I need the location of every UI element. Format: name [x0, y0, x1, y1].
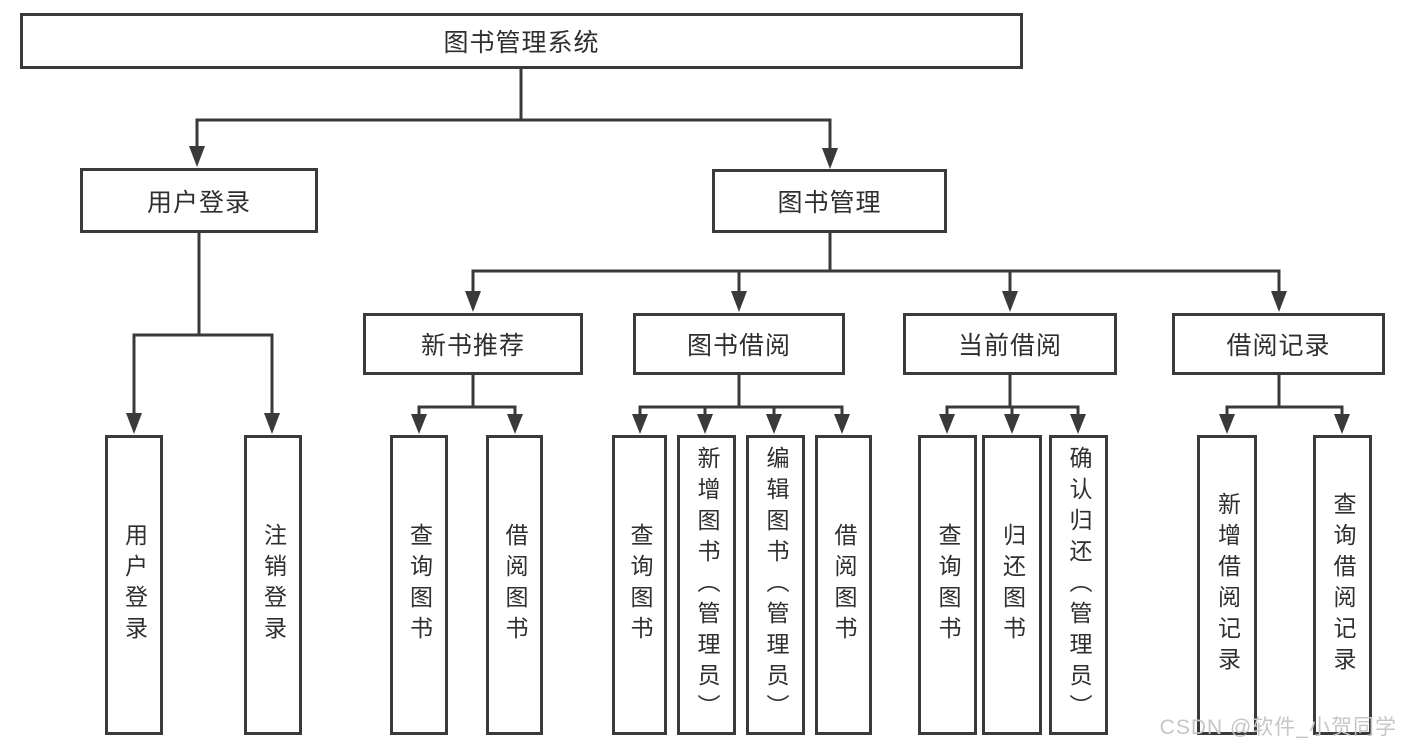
leaf-confirm-return-admin: 确认归还（管理员）	[1049, 435, 1108, 735]
node-book-borrowing: 图书借阅	[633, 313, 845, 375]
node-current-borrowing: 当前借阅	[903, 313, 1117, 375]
node-library-management-system: 图书管理系统	[20, 13, 1023, 69]
leaf-query-books-borrow: 查询图书	[612, 435, 667, 735]
node-new-book-recommendation: 新书推荐	[363, 313, 583, 375]
node-book-management: 图书管理	[712, 169, 947, 233]
leaf-logout-login: 注销登录	[244, 435, 302, 735]
leaf-add-borrow-record: 新增借阅记录	[1197, 435, 1257, 735]
leaf-query-books-current: 查询图书	[918, 435, 977, 735]
node-user-login: 用户登录	[80, 168, 318, 233]
node-borrowing-records: 借阅记录	[1172, 313, 1385, 375]
leaf-user-login: 用户登录	[105, 435, 163, 735]
leaf-edit-books-admin: 编辑图书（管理员）	[746, 435, 805, 735]
leaf-borrow-books-recommend: 借阅图书	[486, 435, 543, 735]
leaf-query-borrow-record: 查询借阅记录	[1313, 435, 1372, 735]
leaf-add-books-admin: 新增图书（管理员）	[677, 435, 736, 735]
leaf-query-books-recommend: 查询图书	[390, 435, 448, 735]
leaf-return-books: 归还图书	[982, 435, 1042, 735]
leaf-borrow-books: 借阅图书	[815, 435, 872, 735]
watermark: CSDN @软件_小贺同学	[1159, 716, 1397, 739]
